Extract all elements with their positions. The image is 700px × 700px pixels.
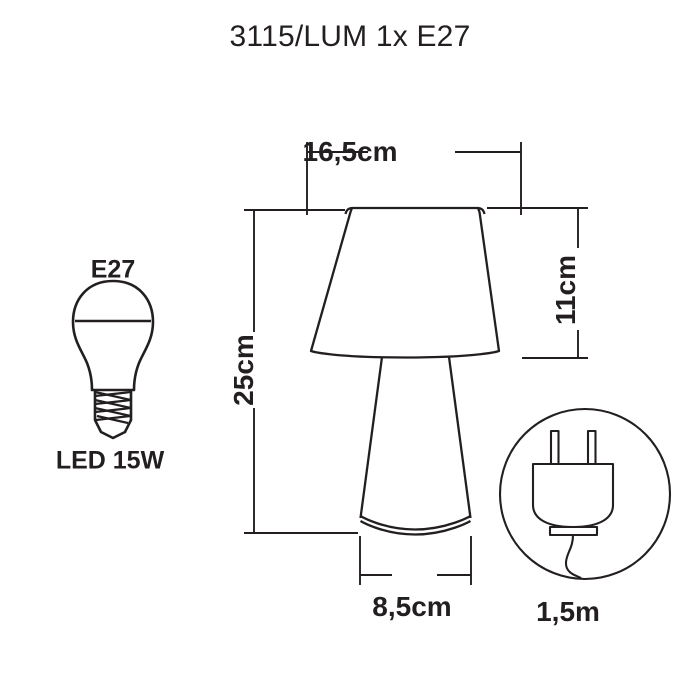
lamp-shade-outline [309, 206, 501, 359]
page-title: 3115/LUM 1x E27 [229, 20, 471, 53]
light-bulb-icon [71, 279, 155, 440]
bulb-power-label: LED 15W [55, 446, 165, 475]
dimension-base-width [359, 536, 472, 585]
bulb-socket-label: E27 [90, 255, 136, 284]
lamp-stem-outline [359, 356, 472, 519]
dimension-total-height [244, 209, 358, 534]
power-plug-icon [498, 407, 672, 581]
dimension-label-base-width: 8,5cm [372, 591, 452, 622]
dimension-label-shade-width: 16,5cm [302, 136, 398, 167]
dimension-label-total-height: 25cm [228, 334, 259, 406]
dimension-label-shade-height: 11cm [550, 254, 581, 326]
dimension-shade-height [487, 207, 588, 359]
cable-length-label: 1,5m [536, 596, 600, 627]
dimension-shade-width [306, 142, 522, 215]
lamp-base-foot [359, 514, 472, 536]
